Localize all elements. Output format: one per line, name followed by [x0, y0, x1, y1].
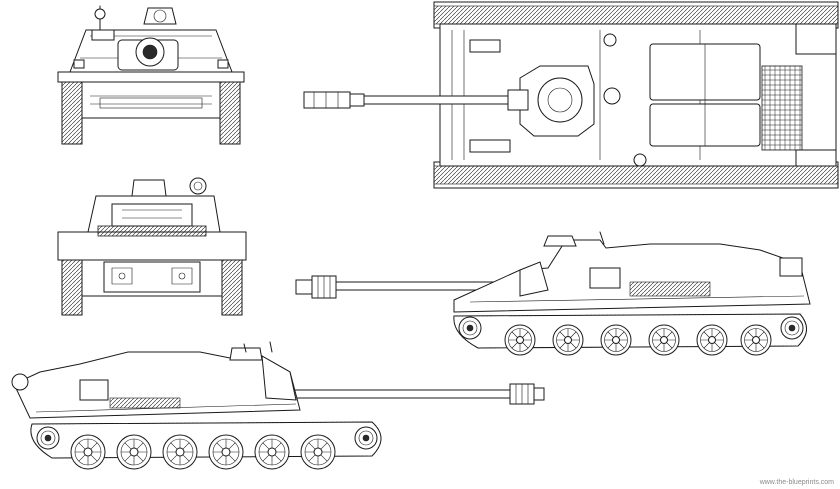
front-view — [57, 5, 245, 145]
top-view — [303, 1, 839, 189]
watermark-text: www.the-blueprints.com — [759, 479, 834, 486]
left-side-view — [11, 341, 545, 470]
rear-view — [57, 177, 247, 316]
right-side-view — [295, 231, 811, 356]
